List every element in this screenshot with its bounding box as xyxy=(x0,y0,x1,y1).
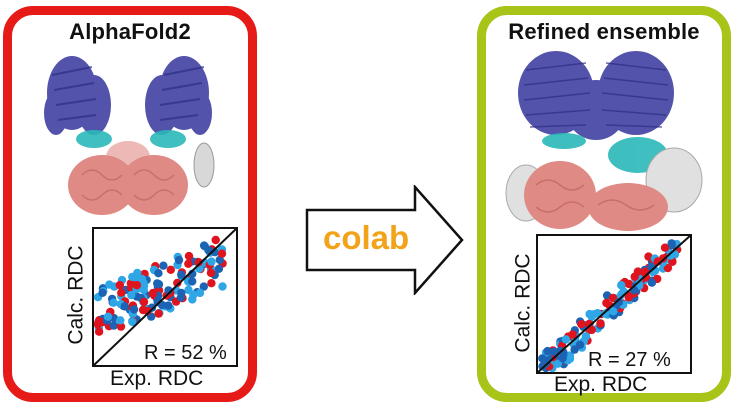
scatter-point xyxy=(211,235,220,245)
x-axis-label: Exp. RDC xyxy=(110,367,204,390)
scatter-point xyxy=(194,258,203,267)
scatter-point xyxy=(159,261,168,270)
scatter-point xyxy=(184,259,193,268)
panel-title: AlphaFold2 xyxy=(69,19,191,44)
scatter-plot-alphafold2: R = 52 % xyxy=(92,227,238,367)
scatter-point xyxy=(177,270,186,279)
scatter-point xyxy=(154,280,164,289)
x-axis-label: Exp. RDC xyxy=(554,373,648,396)
scatter-point xyxy=(614,298,623,307)
scatter-point xyxy=(174,255,184,265)
scatter-point xyxy=(217,249,227,258)
colab-arrow xyxy=(297,183,467,297)
scatter-point xyxy=(570,345,579,354)
scatter-point xyxy=(207,257,216,266)
scatter-point xyxy=(199,282,208,291)
scatter-point xyxy=(188,277,197,286)
scatter-point xyxy=(164,301,173,310)
scatter-plot-refined: R = 27 % xyxy=(536,234,692,374)
scatter-point xyxy=(577,319,586,329)
refined-ensemble-structure xyxy=(505,51,703,231)
scatter-point xyxy=(647,278,657,287)
scatter-point xyxy=(660,243,670,252)
colab-label: colab xyxy=(323,219,410,256)
scatter-point xyxy=(199,241,209,250)
scatter-point xyxy=(543,346,552,356)
scatter-point xyxy=(538,354,547,363)
scatter-point xyxy=(154,309,163,318)
scatter-point xyxy=(128,272,137,282)
refined-ensemble-panel: Refined ensemble xyxy=(477,6,731,402)
scatter-point xyxy=(666,251,675,260)
diagonal-line xyxy=(92,227,238,367)
scatter-point xyxy=(663,263,673,273)
scatter-point xyxy=(561,335,571,344)
scatter-point xyxy=(214,264,224,273)
scatter-point xyxy=(103,312,113,321)
scatter-point xyxy=(602,298,611,308)
scatter-point xyxy=(127,290,136,300)
scatter-point xyxy=(624,293,633,302)
scatter-point xyxy=(109,321,118,330)
scatter-point xyxy=(630,272,639,281)
y-axis-label: Calc. RDC xyxy=(64,245,88,345)
panel-title: Refined ensemble xyxy=(508,19,700,44)
scatter-point xyxy=(115,280,124,290)
scatter-point xyxy=(575,340,585,349)
scatter-point xyxy=(553,359,563,368)
scatter-point xyxy=(109,298,118,307)
scatter-point xyxy=(173,278,182,288)
scatter-point xyxy=(128,317,137,327)
scatter-point xyxy=(218,282,227,291)
scatter-point xyxy=(189,290,198,299)
scatter-point xyxy=(601,309,610,318)
scatter-point xyxy=(139,297,149,307)
y-axis-label: Calc. RDC xyxy=(511,253,535,353)
scatter-point xyxy=(207,279,216,288)
scatter-point xyxy=(593,309,602,318)
scatter-point xyxy=(116,316,125,325)
alphafold2-structure xyxy=(44,56,215,215)
r-value-label: R = 27 % xyxy=(588,349,671,371)
scatter-point xyxy=(116,322,126,331)
scatter-point xyxy=(148,289,157,298)
scatter-point xyxy=(117,288,126,297)
scatter-point xyxy=(184,251,194,261)
alphafold2-panel: AlphaFold2 xyxy=(3,6,257,402)
scatter-point xyxy=(137,274,147,284)
scatter-point xyxy=(139,285,148,294)
scatter-point xyxy=(206,268,216,278)
scatter-point xyxy=(176,293,186,302)
scatter-point xyxy=(166,265,175,274)
scatter-point xyxy=(667,239,676,248)
scatter-point xyxy=(644,252,653,261)
scatter-point xyxy=(120,302,129,311)
r-value-label: R = 52 % xyxy=(144,342,227,364)
scatter-point xyxy=(94,327,104,336)
scatter-point xyxy=(129,305,139,314)
scatter-point xyxy=(195,288,205,298)
scatter-point xyxy=(587,325,596,335)
scatter-point xyxy=(94,317,103,326)
scatter-point xyxy=(98,288,107,297)
scatter-point xyxy=(558,354,567,363)
scatter-point xyxy=(568,330,577,339)
diagonal-line xyxy=(536,234,692,374)
scatter-point xyxy=(154,269,163,278)
scatter-point xyxy=(596,319,605,328)
scatter-point xyxy=(608,293,618,303)
scatter-point xyxy=(585,309,594,319)
scatter-point xyxy=(132,281,142,290)
scatter-point xyxy=(617,281,626,290)
scatter-point xyxy=(609,307,618,316)
